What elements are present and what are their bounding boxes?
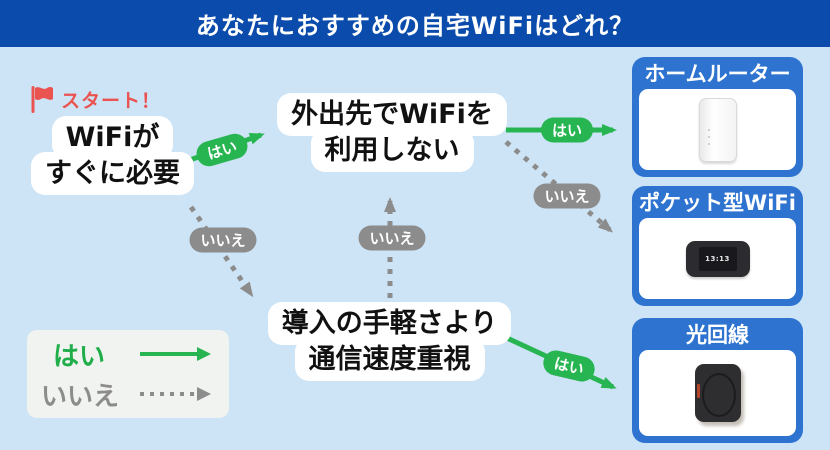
legend-yes-arrow-icon <box>140 347 211 361</box>
pocket-wifi-image-box: 13:13 <box>639 218 796 299</box>
question-node-q1: WiFiが すぐに必要 <box>20 116 205 196</box>
legend-yes-label: はい <box>53 341 106 372</box>
pocket-wifi-screen: 13:13 <box>698 246 737 271</box>
black-wifi-router-image <box>694 364 741 422</box>
edge-badge-no-q1-q3: いいえ <box>189 227 257 253</box>
fiber-image-box <box>639 350 796 436</box>
header-bar: あなたにおすすめの自宅WiFiはどれ？ <box>0 0 830 47</box>
edge-badge-yes-q2-home: はい <box>540 117 594 143</box>
q3-line-2: 通信速度重視 <box>294 338 485 382</box>
legend-no-arrow-icon <box>140 387 211 401</box>
page-title: あなたにおすすめの自宅WiFiはどれ？ <box>195 12 635 40</box>
edge-badge-no-q3-q2: いいえ <box>358 225 426 251</box>
question-node-q2: 外出先でWiFiを 利用しない <box>277 93 507 173</box>
pocket-wifi-clock: 13:13 <box>705 254 730 263</box>
q1-line-1: WiFiが <box>51 116 174 160</box>
result-card-pocket-wifi: ポケット型WiFi 13:13 <box>632 186 803 306</box>
black-pocket-wifi-image: 13:13 <box>685 240 750 277</box>
q2-line-2: 利用しない <box>310 129 474 173</box>
legend-box: はい いいえ <box>27 330 229 418</box>
q2-line-1: 外出先でWiFiを <box>277 93 507 137</box>
start-marker: スタート！ <box>30 84 161 114</box>
white-home-router-image <box>698 97 737 162</box>
legend-no-label: いいえ <box>41 381 120 412</box>
legend-row-no: いいえ <box>41 376 215 412</box>
legend-row-yes: はい <box>41 336 215 372</box>
result-card-home-router: ホームルーター <box>632 57 803 177</box>
result-card-fiber: 光回線 <box>632 318 803 443</box>
red-flag-icon <box>31 86 53 113</box>
home-router-title: ホームルーター <box>644 62 791 86</box>
q3-line-1: 導入の手軽さより <box>267 302 512 346</box>
q1-line-2: すぐに必要 <box>31 152 194 196</box>
home-router-image-box <box>639 89 796 170</box>
start-label: スタート！ <box>61 89 162 112</box>
edge-badge-no-q2-pocket: いいえ <box>533 183 601 209</box>
fiber-title: 光回線 <box>686 323 749 347</box>
pocket-wifi-title: ポケット型WiFi <box>639 191 796 215</box>
question-node-q3: 導入の手軽さより 通信速度重視 <box>262 302 517 382</box>
